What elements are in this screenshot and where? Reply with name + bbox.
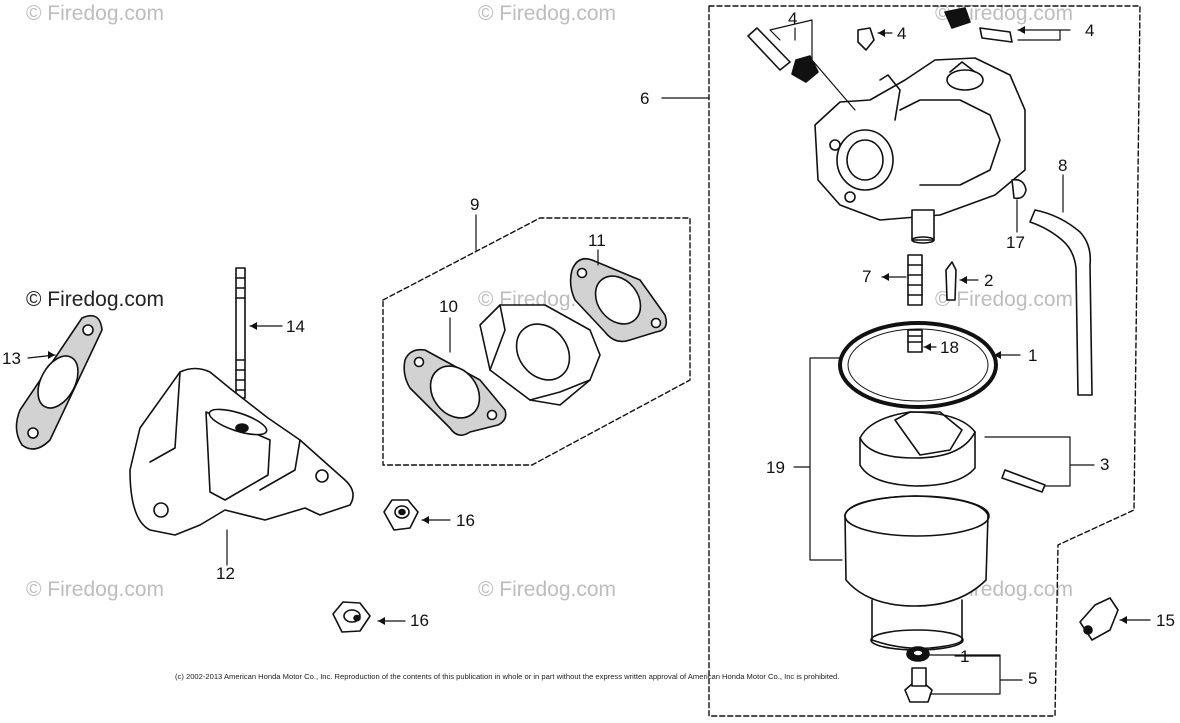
callout-16-lower: 16 (410, 611, 429, 630)
watermark: © Firedog.com (26, 578, 165, 601)
callout-17: 17 (1006, 233, 1025, 252)
bracket-15 (1079, 597, 1119, 641)
callout-11: 11 (588, 231, 606, 250)
watermark: © Firedog.com (478, 578, 617, 601)
float-chamber-gasket-1 (838, 321, 998, 409)
callout-4-right: 4 (1085, 21, 1095, 40)
copyright-notice: (c) 2002-2013 American Honda Motor Co., … (175, 672, 840, 681)
screw-4-right (944, 7, 1013, 43)
gasket-13 (15, 314, 103, 450)
nut-16-upper (383, 499, 419, 531)
callout-13: 13 (2, 349, 21, 368)
watermark: © Firedog.com (26, 2, 165, 25)
callout-5: 5 (1028, 669, 1038, 688)
callout-2: 2 (984, 271, 994, 290)
callout-4-left: 4 (788, 9, 798, 28)
callout-18: 18 (940, 338, 959, 357)
callout-1-bottom: 1 (960, 647, 970, 666)
jet-tube-7 (907, 254, 923, 306)
fuel-tube-8 (1029, 209, 1093, 396)
watermark: © Firedog.com (935, 288, 1074, 311)
washer-1 (906, 646, 930, 662)
screw-4-left (747, 27, 819, 83)
callout-9: 9 (470, 195, 480, 214)
gasket-11 (569, 257, 668, 343)
watermark: © Firedog.com (478, 2, 617, 25)
carburetor-assembly-outline (708, 5, 1141, 717)
carburetor-6 (814, 57, 1026, 244)
gasket-10 (403, 348, 507, 436)
drain-bolt-5 (904, 667, 933, 703)
callout-3: 3 (1100, 455, 1110, 474)
callout-15: 15 (1156, 611, 1175, 630)
arrowheads (48, 26, 1127, 625)
stud-bolt-14 (235, 267, 246, 399)
intake-pipe-12 (129, 367, 354, 536)
callout-1-top: 1 (1028, 346, 1038, 365)
callout-6: 6 (640, 89, 650, 108)
callout-8: 8 (1058, 156, 1068, 175)
callout-10: 10 (439, 297, 458, 316)
callout-4-mid: 4 (897, 24, 907, 43)
insulator-block (479, 304, 601, 406)
screw-4-mid (857, 27, 875, 51)
float-chamber-19 (844, 495, 990, 651)
float-needle-2 (945, 261, 957, 301)
watermark: © Firedog.com (26, 288, 165, 311)
callout-12: 12 (216, 564, 235, 583)
float-3 (859, 411, 1046, 493)
main-jet-18 (907, 329, 923, 353)
callout-14: 14 (286, 317, 305, 336)
callout-19: 19 (766, 458, 785, 477)
nut-16-lower (332, 601, 371, 633)
callout-16-upper: 16 (456, 511, 475, 530)
gasket-set-outline (382, 217, 691, 466)
callout-7: 7 (862, 267, 872, 286)
clip-17 (1011, 178, 1027, 200)
